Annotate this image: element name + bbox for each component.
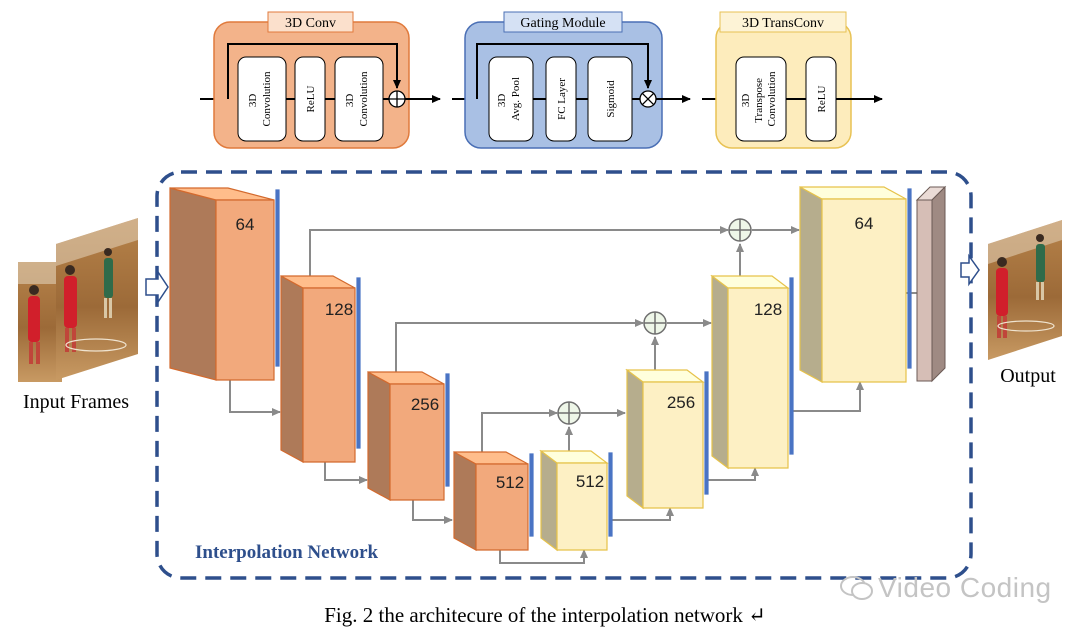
block-side-face (367, 370, 391, 502)
skip-add-nodes (557, 218, 752, 425)
decoder-channels-label: 512 (576, 472, 604, 491)
add-icon (728, 218, 752, 242)
watermark: Video Coding (840, 572, 1052, 604)
layer-blocks: 64 128 256 512 512 256 128 64 (169, 185, 912, 552)
block-front-face (727, 287, 789, 469)
encoder-channels-label: 128 (325, 300, 353, 319)
gating-module-title: Gating Module (520, 16, 605, 31)
encoder-channels-label: 256 (411, 395, 439, 414)
decoder-channels-label: 64 (855, 214, 874, 233)
block-front-face (642, 381, 704, 509)
block-side-face (169, 187, 217, 381)
decoder-block-4: 64 (799, 185, 912, 384)
output-frame-image (988, 220, 1062, 360)
block-edge (275, 189, 280, 367)
transconv-module: 3D TransConv 3D Transpose Convolution Re… (702, 11, 883, 149)
block-front-face (821, 198, 907, 383)
block-edge (608, 452, 613, 537)
block-edge (445, 373, 450, 487)
conv-block-1-label: 3D Convolution (247, 71, 273, 127)
block-front-face (302, 287, 356, 463)
interpolation-network-frame (155, 170, 973, 580)
block-front-face (215, 199, 275, 381)
conv-block-3-label: 3D Convolution (344, 71, 370, 127)
add-icon (643, 311, 667, 335)
figure-caption: Fig. 2 the architecure of the interpolat… (324, 603, 766, 627)
encoder-channels-label: 512 (496, 473, 524, 492)
block-edge (907, 188, 912, 369)
block-edge (356, 277, 361, 449)
wechat-icon (840, 576, 873, 600)
decoder-block-3: 128 (710, 274, 794, 470)
output-arrow-icon (960, 253, 980, 287)
decoder-channels-label: 128 (754, 300, 782, 319)
gating-module: Gating Module 3D Avg. Pool FC Layer Sigm… (452, 11, 691, 149)
block-side-face (540, 449, 558, 552)
add-icon (557, 401, 581, 425)
conv-module: 3D Conv 3D Convolution ReLU 3D Convoluti… (200, 11, 441, 149)
block-side-face (626, 368, 644, 510)
transconv-block-1-label: 3D Transpose Convolution (740, 71, 778, 127)
encoder-block-3: 256 (367, 370, 450, 502)
watermark-text: Video Coding (878, 572, 1052, 603)
connector-lines (229, 226, 929, 564)
gating-block-2-label: FC Layer (556, 78, 568, 120)
transconv-module-title: 3D TransConv (742, 16, 824, 31)
decoder-block-2: 256 (625, 368, 709, 510)
input-arrow-icon (145, 269, 169, 305)
encoder-block-1: 64 (169, 187, 280, 381)
gating-block-3-label: Sigmoid (605, 80, 617, 118)
block-edge (529, 453, 534, 537)
block-edge (789, 277, 794, 455)
block-front-face (389, 383, 445, 501)
conv-module-title: 3D Conv (285, 16, 336, 31)
output-label: Output (1000, 365, 1056, 387)
module-legend: 3D Conv 3D Convolution ReLU 3D Convoluti… (200, 11, 883, 149)
block-front-face (475, 463, 529, 551)
gating-block-1-label: 3D Avg. Pool (496, 77, 522, 121)
gating-module-title-box (503, 11, 623, 33)
encoder-block-2: 128 (280, 274, 361, 464)
encoder-channels-label: 64 (236, 215, 255, 234)
block-side-face (711, 274, 729, 470)
conv-block-2-label: ReLU (305, 86, 317, 113)
conv-module-title-box (267, 11, 354, 33)
encoder-block-4: 512 (453, 450, 534, 552)
input-frames-label: Input Frames (23, 391, 129, 413)
input-frames-image (18, 218, 138, 382)
output-layer (915, 185, 947, 383)
decoder-channels-label: 256 (667, 393, 695, 412)
block-side-face (799, 185, 823, 384)
decoder-block-1: 512 (539, 449, 613, 552)
network-label: Interpolation Network (195, 542, 379, 563)
transconv-module-title-box (719, 11, 847, 33)
transconv-block-2-label: ReLU (816, 86, 828, 113)
block-front-face (556, 462, 608, 551)
block-edge (704, 371, 709, 495)
block-side-face (280, 274, 304, 464)
block-side-face (453, 450, 477, 552)
